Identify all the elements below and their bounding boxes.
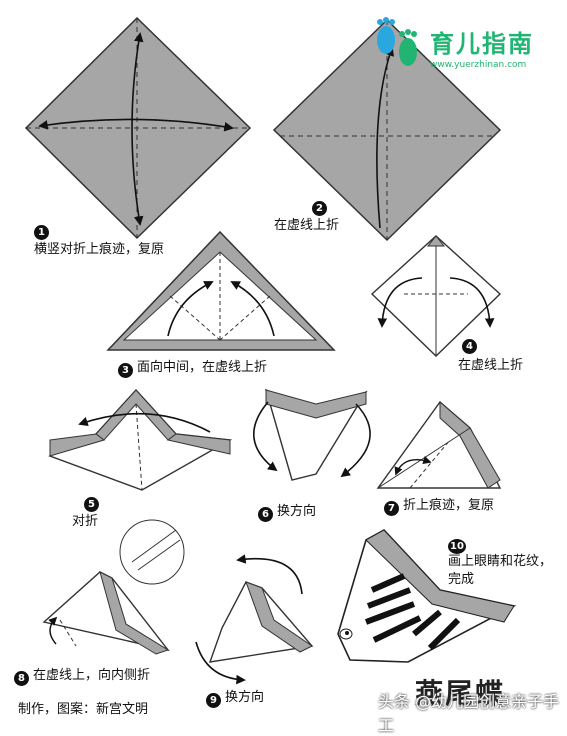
step-7-caption: 折上痕迹，复原 [403, 498, 495, 513]
logo-url: www.yuerzhinan.com [430, 60, 527, 70]
step-4-figure [370, 235, 502, 357]
step-3-figure [106, 230, 336, 351]
step-8-caption: 在虚线上，向内侧折 [33, 668, 151, 683]
step-10-figure [337, 528, 517, 663]
step-6-figure [253, 388, 371, 481]
page-title: 燕尾蝶 [415, 677, 506, 710]
step-2-figure [272, 18, 502, 242]
step-7-figure [376, 400, 502, 489]
step-9-caption: 换方向 [225, 690, 265, 705]
step-4-number: 4 [462, 336, 481, 354]
watermark: 头条 @幼儿园创意亲子手工 [378, 692, 560, 735]
step-10-caption: 画上眼睛和花纹， [448, 554, 553, 569]
step-1-number: 1 [34, 222, 53, 240]
step-4-caption: 在虚线上折 [458, 358, 524, 373]
step-5-number: 5 [84, 494, 103, 512]
footprint-icon [377, 17, 417, 66]
step-1-figure [24, 16, 252, 240]
step-2-caption: 在虚线上折 [274, 218, 340, 233]
logo: 育儿指南 www.yuerzhinan.com [370, 14, 560, 84]
step-2-number: 2 [312, 198, 331, 216]
logo-title: 育儿指南 [430, 30, 534, 58]
credit: 制作，图案：新宫文明 [18, 702, 149, 717]
step-1-caption: 横竖对折上痕迹，复原 [34, 242, 165, 257]
step-3-caption: 面向中间，在虚线上折 [137, 360, 268, 375]
step-10-number: 10 [448, 536, 470, 554]
step-9-figure [195, 554, 314, 685]
step-6-caption: 换方向 [277, 504, 317, 519]
step-5-caption: 对折 [72, 514, 99, 529]
step-5-figure [48, 388, 233, 491]
step-8-figure [42, 519, 185, 655]
step-10-caption-2: 完成 [448, 572, 475, 587]
